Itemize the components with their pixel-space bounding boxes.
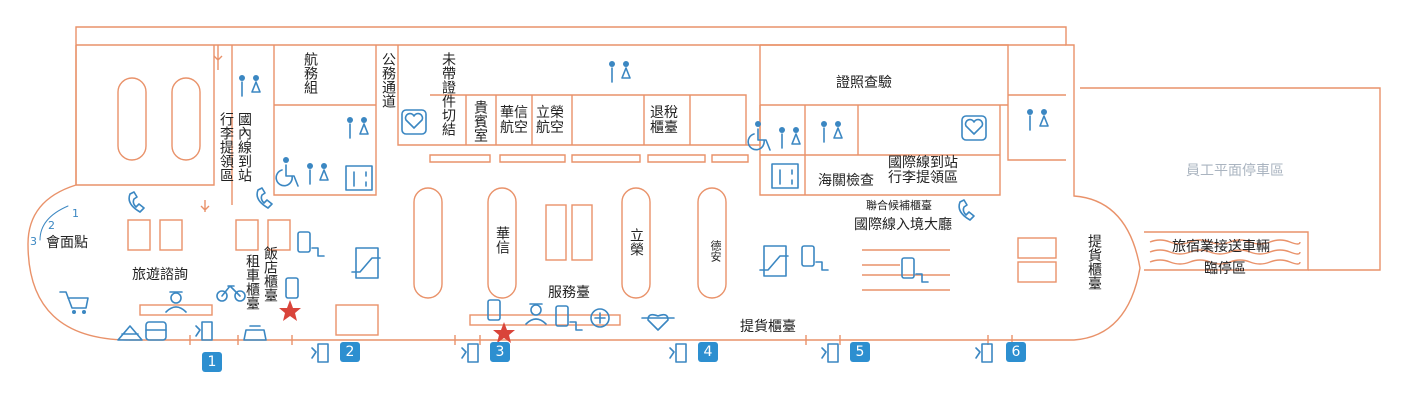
door-5-badge[interactable]: 5	[850, 342, 870, 362]
police-icon	[525, 303, 547, 325]
phone-icon	[128, 191, 145, 213]
charging-icon	[285, 277, 299, 299]
carousel-far-label: 立榮	[628, 228, 644, 256]
restroom-icon	[1027, 109, 1049, 131]
exit-door-icon	[195, 321, 213, 341]
escalator-icon	[351, 247, 381, 279]
escalator-icon	[759, 245, 789, 277]
post-icon	[117, 325, 143, 341]
exit-door-icon	[975, 343, 993, 363]
pickup-counter-vertical-label: 提貨櫃臺	[1086, 234, 1102, 290]
accessible-restroom-icon	[747, 121, 801, 151]
charging-icon	[801, 245, 829, 271]
nursing-room-icon	[641, 313, 675, 331]
unaccompanied-label: 未帶證件切結	[440, 52, 456, 136]
exit-door-icon	[311, 343, 329, 363]
elevator-icon	[771, 163, 799, 189]
passport-control-label: 證照查驗	[836, 75, 892, 91]
charging-icon	[487, 299, 501, 321]
intl-hall-label: 國際線入境大廳	[854, 217, 952, 233]
hotel-counter-label: 飯店櫃臺	[262, 246, 278, 302]
bus-icon	[145, 321, 167, 341]
intl-arrival-baggage-label: 國際線到站行李提領區	[888, 155, 958, 186]
you-are-here-star-icon	[493, 322, 515, 343]
door-4-badge[interactable]: 4	[698, 342, 718, 362]
taxi-icon	[243, 325, 267, 341]
tourist-info-label: 旅遊諮詢	[132, 267, 188, 283]
police-icon	[165, 291, 187, 313]
phone-icon	[958, 199, 975, 221]
door-2-badge[interactable]: 2	[340, 342, 360, 362]
level-1-label: 1	[72, 207, 79, 220]
staff-parking-label: 員工平面停車區	[1186, 163, 1284, 179]
restroom-icon	[821, 121, 843, 143]
level-3-label: 3	[30, 235, 37, 248]
car-rental-label: 租車櫃臺	[244, 254, 260, 310]
restroom-icon	[239, 75, 261, 97]
far-eastern-label: 立榮航空	[536, 105, 564, 136]
door-1-badge[interactable]: 1	[202, 352, 222, 372]
charging-icon	[901, 257, 929, 283]
nursing-room-icon	[401, 109, 427, 135]
hotel-pickup-label: 旅宿業接送車輛	[1172, 239, 1270, 255]
phone-icon	[256, 187, 273, 209]
dom-baggage-left-label: 行李提領區	[218, 112, 234, 182]
waiting-counter-label: 聯合候補櫃臺	[866, 199, 932, 212]
vip-room-label: 貴賓室	[472, 100, 488, 142]
tax-refund-label: 退稅櫃臺	[650, 105, 678, 136]
pickup-counter-label: 提貨櫃臺	[740, 319, 796, 335]
exit-door-icon	[669, 343, 687, 363]
door-6-badge[interactable]: 6	[1006, 342, 1026, 362]
restroom-icon	[609, 61, 631, 83]
you-are-here-star-icon	[279, 300, 301, 321]
customs-label: 海關檢查	[818, 173, 874, 189]
first-aid-icon	[590, 308, 610, 328]
carousel-deann-label: 德安	[709, 240, 722, 262]
nursing-room-icon	[961, 115, 987, 141]
bicycle-icon	[216, 285, 246, 302]
aviation-office-label: 航務組	[302, 52, 318, 94]
level-2-label: 2	[48, 219, 55, 232]
accessible-restroom-icon	[275, 157, 329, 187]
restroom-icon	[347, 117, 369, 139]
elevator-icon	[345, 165, 373, 191]
uni-air-label: 華信航空	[500, 105, 528, 136]
hotel-pickup-2-label: 臨停區	[1204, 261, 1246, 277]
door-3-badge[interactable]: 3	[490, 342, 510, 362]
meeting-point-label: 會面點	[46, 235, 88, 251]
public-passage-label: 公務通道	[380, 52, 396, 108]
charging-icon	[297, 231, 325, 257]
charging-icon	[555, 305, 583, 331]
carousel-uni-label: 華信	[494, 226, 510, 254]
service-desk-label: 服務臺	[548, 285, 590, 301]
exit-door-icon	[821, 343, 839, 363]
shopping-cart-icon	[59, 291, 89, 314]
exit-door-icon	[461, 343, 479, 363]
dom-baggage-right-label: 國內線到站	[236, 112, 252, 182]
